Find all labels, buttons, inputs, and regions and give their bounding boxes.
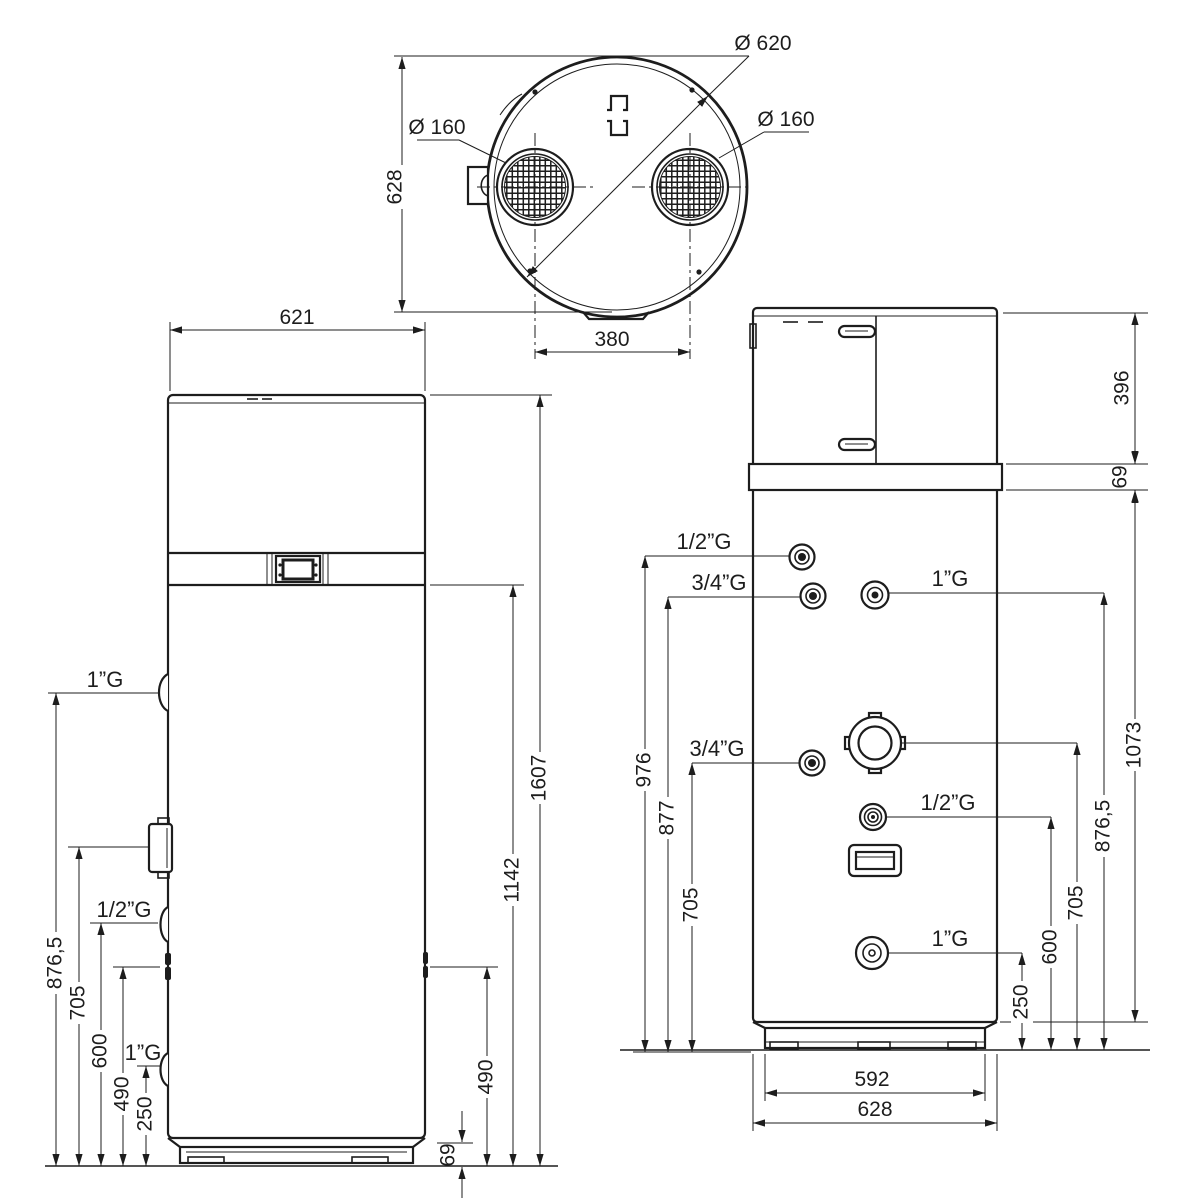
callout-grille-left: Ø 160 (408, 116, 507, 164)
dim-front-width: 621 (169, 306, 426, 391)
dim-front-876: 876,5 (44, 937, 67, 990)
front-base (167, 1137, 426, 1165)
rear-top-dimensions: 396 69 (1003, 312, 1148, 519)
dim-top-diameter: Ø 620 (394, 32, 792, 278)
dim-front-width-label: 621 (279, 306, 314, 329)
dim-top-depth-label: 628 (384, 169, 407, 204)
dim-rear-877: 877 (656, 800, 679, 835)
side-tab (466, 165, 490, 206)
dim-front-base: 69 (437, 1111, 473, 1198)
side-clip-left (165, 953, 171, 980)
front-body-outline (166, 393, 427, 1140)
label-front-conn-mid: 1/2”G (96, 897, 151, 922)
dim-grille-spacing: 380 (535, 328, 690, 356)
label-rear-l4: 3/4”G (689, 736, 744, 761)
rear-base (752, 1021, 998, 1050)
label-rear-l2: 3/4”G (691, 570, 746, 595)
rear-hinge-top (837, 324, 877, 339)
dim-rear-705-right: 705 (1065, 885, 1088, 920)
rear-right-dimensions: 250 600 705 876,5 1073 (1000, 490, 1148, 1050)
side-connection-1g-top (157, 673, 169, 712)
rear-callouts: 1/2”G 3/4”G 1”G 3/4”G 1/2”G 1”G (645, 529, 1104, 954)
front-view: 621 1607 1142 490 69 (44, 306, 558, 1198)
rear-band (747, 462, 1004, 492)
dim-rear-250: 250 (1010, 984, 1033, 1019)
dim-front-body: 1142 (430, 584, 524, 1166)
fitting-half-g-mid (858, 802, 888, 832)
dim-front-clip: 490 (430, 966, 498, 1166)
bottom-tab (582, 311, 650, 321)
dim-rear-396: 396 (1111, 370, 1134, 405)
front-control-band (168, 551, 425, 587)
dim-front-705: 705 (67, 985, 90, 1020)
side-connection-1g-bottom (159, 1052, 169, 1087)
top-view: 628 Ø 620 Ø 160 Ø 160 380 (384, 32, 815, 359)
front-left-dimensions: 1”G 876,5 705 1/2”G 600 490 1”G 250 (44, 667, 162, 1166)
fitting-half-g-top (788, 543, 816, 571)
side-clip-right (423, 952, 428, 978)
dim-top-depth: 628 (384, 57, 612, 313)
label-front-conn-low: 1”G (125, 1040, 162, 1065)
fitting-threequarter-g-top (799, 582, 827, 610)
dim-front-height-label: 1607 (528, 755, 551, 802)
rear-body-outline (751, 306, 999, 1024)
dim-front-clip-label: 490 (475, 1059, 498, 1094)
dim-rear-600: 600 (1039, 929, 1062, 964)
fitting-threequarter-g-mid (798, 749, 826, 777)
label-rear-l5: 1/2”G (920, 790, 975, 815)
dim-grille-spacing-label: 380 (594, 328, 629, 351)
cable-gland-slot (847, 843, 903, 878)
dim-rear-1073: 1073 (1123, 722, 1146, 769)
label-rear-l6: 1”G (932, 926, 969, 951)
label-rear-l1: 1/2”G (676, 529, 731, 554)
rear-view: 1/2”G 3/4”G 1”G 3/4”G 1/2”G 1”G 976 877 (620, 306, 1150, 1131)
dim-rear-base-width: 592 (854, 1068, 889, 1091)
side-connection-half-g (159, 906, 169, 943)
rear-corner-bracket (749, 323, 757, 349)
callout-grille-right: Ø 160 (718, 108, 815, 159)
label-front-conn-top: 1”G (87, 667, 124, 692)
dim-rear-705-left: 705 (680, 887, 703, 922)
dim-front-body-label: 1142 (501, 857, 524, 902)
rear-bottom-dimensions: 592 628 (752, 1054, 998, 1131)
dim-front-base-label: 69 (437, 1143, 460, 1166)
dim-rear-69: 69 (1109, 465, 1132, 488)
lid-seam-arc (499, 93, 523, 116)
dim-top-diameter-label: Ø 620 (734, 32, 791, 55)
dim-front-250: 250 (134, 1096, 157, 1131)
dim-rear-width: 628 (857, 1098, 892, 1121)
dim-front-height: 1607 (430, 394, 552, 1166)
dim-front-600: 600 (89, 1033, 112, 1068)
callout-grille-right-label: Ø 160 (757, 108, 814, 131)
fitting-1g-top (860, 580, 890, 610)
dim-rear-976: 976 (633, 752, 656, 787)
callout-grille-left-label: Ø 160 (408, 116, 465, 139)
rear-hinge-bottom (837, 437, 877, 452)
control-display (274, 554, 322, 584)
front-side-fittings (147, 673, 428, 1087)
label-rear-l3: 1”G (932, 566, 969, 591)
rear-left-dimensions: 976 877 705 (633, 556, 751, 1053)
dim-front-490: 490 (111, 1076, 134, 1111)
thermostat-housing (147, 817, 174, 879)
dim-rear-8765: 876,5 (1092, 800, 1115, 853)
